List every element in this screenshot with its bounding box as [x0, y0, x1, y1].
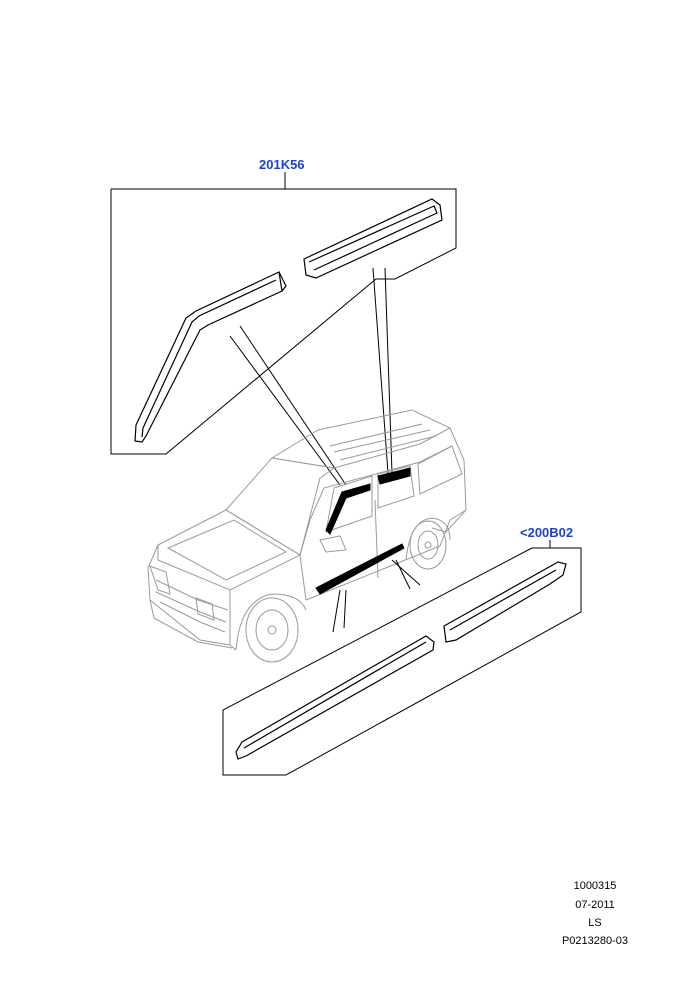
vehicle-highlighted-parts: [315, 467, 411, 595]
bottom-callout-bracket: [222, 540, 582, 776]
top-leader-lines: [229, 267, 393, 486]
front-side-molding[interactable]: [235, 635, 435, 760]
vehicle-outline: [147, 409, 467, 663]
rear-window-deflector[interactable]: [303, 198, 443, 279]
rear-side-molding[interactable]: [443, 561, 567, 643]
front-window-deflector[interactable]: [134, 271, 287, 443]
reference-code: 1000315: [573, 880, 617, 892]
reference-date: 07-2011: [575, 899, 615, 911]
callout-label-201k56[interactable]: 201K56: [259, 157, 305, 172]
reference-initials: LS: [588, 917, 602, 929]
bottom-leader-lines: [332, 559, 421, 633]
reference-part-number: P0213280-03: [561, 935, 629, 947]
callout-label-200b02[interactable]: <200B02: [520, 525, 574, 540]
